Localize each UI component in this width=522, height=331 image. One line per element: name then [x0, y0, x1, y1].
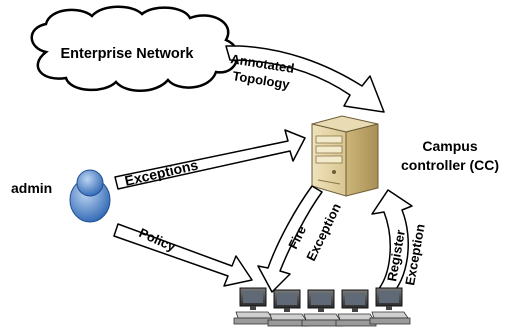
annotated-topology-arrow: Annotated Topology: [225, 45, 385, 113]
campus-controller-server: [311, 115, 379, 197]
policy-arrow: Policy: [113, 223, 253, 287]
computer-icon: [267, 289, 309, 327]
computer-icon: [233, 287, 275, 325]
computer-icon: [369, 287, 411, 325]
exceptions-arrow: Exceptions: [114, 129, 306, 190]
enterprise-network-cloud: Enterprise Network: [30, 5, 239, 92]
computer-icon: [335, 289, 377, 327]
enterprise-network-label: Enterprise Network: [61, 46, 195, 62]
campus-controller-label-line1: Campus: [422, 138, 477, 154]
arrow-shape: [114, 129, 306, 190]
exceptions-label: Exceptions: [123, 156, 200, 188]
admin-label: admin: [11, 180, 52, 196]
arrow-shape: [113, 223, 253, 287]
arrow-shape: [371, 189, 413, 297]
register-exception-arrow: Register Exception: [371, 189, 428, 297]
arrow-shape: [225, 45, 385, 113]
cloud-shape: [30, 5, 239, 92]
admin-user-icon: [69, 169, 111, 223]
client-computers: [233, 287, 411, 327]
fire-exception-arrow: Fire Exception: [257, 185, 344, 293]
arrow-shape: [257, 185, 323, 293]
computer-icon: [301, 289, 343, 327]
campus-controller-label-line2: controller (CC): [401, 157, 499, 173]
